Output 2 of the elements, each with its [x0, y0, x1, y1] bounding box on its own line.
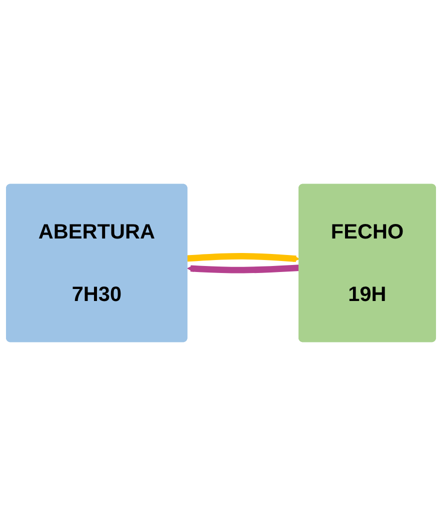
- arrow: [187, 253, 300, 262]
- arrow: [187, 264, 300, 274]
